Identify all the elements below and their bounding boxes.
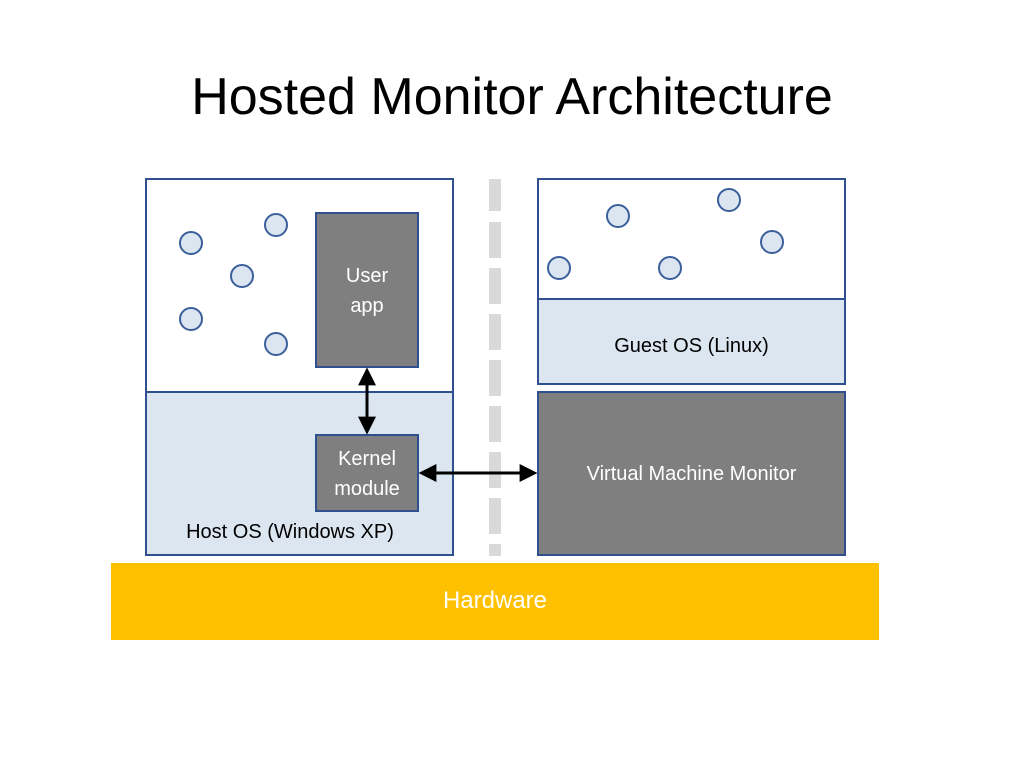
process-circle (760, 230, 784, 254)
divider-dash (489, 498, 501, 534)
hardware-bar: Hardware (111, 563, 879, 640)
hardware-label: Hardware (442, 587, 548, 614)
process-circle (606, 204, 630, 228)
process-circle (179, 231, 203, 255)
user-app-box: User app (315, 212, 419, 368)
user-app-label-line: User (345, 265, 389, 287)
host-os-label: Host OS (Windows XP) (186, 521, 394, 543)
divider-dash (489, 544, 501, 556)
process-circle (717, 188, 741, 212)
vmm-label: Virtual Machine Monitor (586, 463, 797, 485)
kernel-module-box: Kernel module (315, 434, 419, 512)
vmm-box: Virtual Machine Monitor (537, 391, 846, 556)
divider-dash (489, 179, 501, 211)
process-circle (179, 307, 203, 331)
process-circle (264, 332, 288, 356)
divider-dash (489, 360, 501, 396)
user-app-label: User app (317, 261, 417, 321)
guest-os-label: Guest OS (Linux) (614, 335, 769, 357)
kernel-module-label: Kernel module (317, 444, 417, 504)
slide-title: Hosted Monitor Architecture (191, 68, 833, 126)
divider-dash (489, 268, 501, 304)
process-circle (264, 213, 288, 237)
process-circle (658, 256, 682, 280)
divider-dash (489, 314, 501, 350)
kernel-module-label-line: Kernel (338, 448, 396, 470)
process-circle (547, 256, 571, 280)
divider-dash (489, 222, 501, 258)
process-circle (230, 264, 254, 288)
kernel-module-label-line: module (334, 478, 400, 500)
guest-os-box: Guest OS (Linux) (537, 298, 846, 385)
user-app-label-line: app (350, 295, 384, 317)
divider-dash (489, 406, 501, 442)
